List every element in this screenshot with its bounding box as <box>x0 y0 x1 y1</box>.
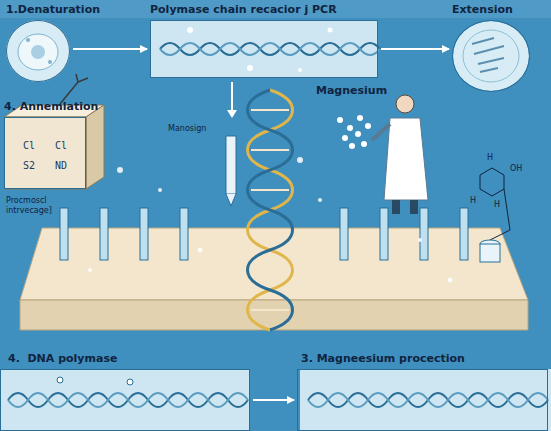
step-heading: 1.Denaturation <box>6 3 100 17</box>
panel-outline <box>0 369 250 431</box>
step-heading: Extension <box>452 3 530 17</box>
box-label: Cl <box>13 136 45 156</box>
box-label: ND <box>45 156 77 176</box>
process-panel: 4. DNA polymase <box>0 352 250 431</box>
panel-outline <box>6 20 70 82</box>
process-panel: Extension <box>452 3 530 92</box>
diagram-label: H <box>470 196 476 206</box>
panel-outline <box>452 20 530 92</box>
box-label: Cl <box>45 136 77 156</box>
flow-arrow <box>381 48 449 50</box>
diagram-label: Magnesium <box>316 84 387 97</box>
diagram-label: H <box>487 153 493 163</box>
panel-outline <box>297 369 548 431</box>
process-panel: 1.Denaturation <box>6 3 100 82</box>
panel-outline <box>150 20 378 78</box>
flow-arrow <box>253 399 294 401</box>
diagram-label: H <box>494 200 500 210</box>
flow-arrow <box>73 48 147 50</box>
step-heading: 4. DNA polymase <box>0 352 250 366</box>
panel-outline: ClClS2ND <box>4 117 86 189</box>
diagram-label: OH <box>510 164 522 174</box>
step-heading: 4. Annemlation <box>4 100 98 114</box>
step-heading: 3. Magneesium procection <box>297 352 548 366</box>
box-label: S2 <box>13 156 45 176</box>
process-panel: 3. Magneesium procection <box>297 352 548 431</box>
process-panel: 4. AnnemlationClClS2ND <box>4 100 98 189</box>
diagram-label: Procmoscl intrvecage] <box>6 196 86 215</box>
diagram-label: Manosign <box>168 124 206 134</box>
step-heading: Polymase chain recacior j PCR <box>150 3 378 17</box>
process-panel: Polymase chain recacior j PCR <box>150 3 378 78</box>
